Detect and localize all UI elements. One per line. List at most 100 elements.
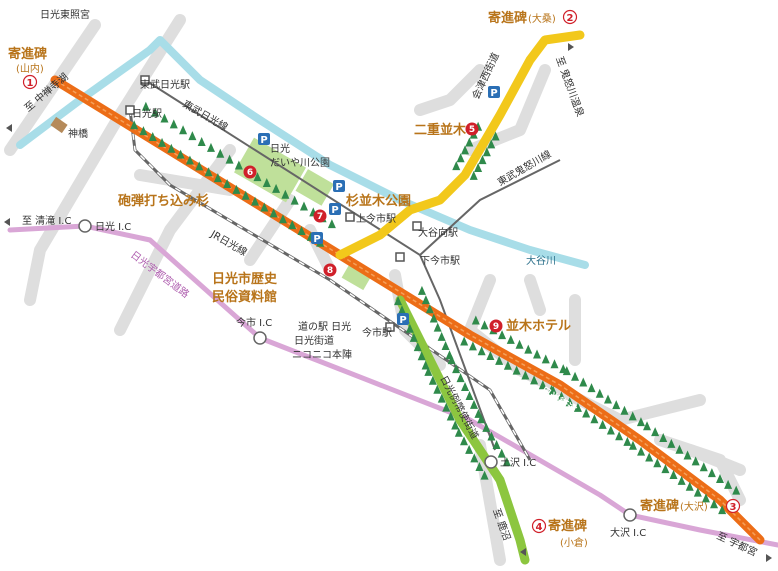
tree-icon [612, 400, 621, 410]
osawa-ic-label: 大沢 I.C [610, 526, 646, 539]
spot-9-title: 並木ホテル [506, 318, 571, 334]
tree-icon [549, 385, 558, 395]
tree-icon [130, 120, 139, 130]
interchange-icon [484, 455, 498, 469]
marker-8: 8 [323, 263, 337, 277]
tree-icon [281, 189, 290, 199]
tree-icon [691, 456, 700, 466]
tree-icon [480, 320, 489, 330]
tree-icon [718, 505, 727, 515]
tree-icon [179, 125, 188, 135]
tree-icon [636, 417, 645, 427]
tree-icon [498, 330, 507, 340]
spot-1-sub: (山内) [16, 62, 44, 75]
tree-icon [623, 436, 632, 446]
tree-icon [188, 131, 197, 141]
tree-icon [461, 382, 470, 392]
parking-icon: P [333, 180, 345, 193]
tree-icon [299, 201, 308, 211]
tree-icon [469, 170, 478, 180]
marker-6: 6 [243, 165, 257, 179]
tree-icon [176, 149, 185, 159]
tree-icon [492, 440, 501, 450]
kamiimaichi-station-label: 上今市駅 [356, 212, 396, 225]
svg-text:P: P [399, 315, 406, 326]
tree-icon [710, 499, 719, 509]
tree-icon [478, 155, 487, 165]
tree-icon [459, 436, 468, 446]
utsunomiya-road [7, 223, 778, 548]
interchanges [78, 219, 637, 522]
tree-icon [437, 331, 446, 341]
tree-icon [541, 354, 550, 364]
parking-icon: P [397, 313, 409, 326]
tree-icon [297, 226, 306, 236]
tree-icon [424, 366, 433, 376]
tree-icon [241, 190, 250, 200]
tree-icon [446, 411, 455, 421]
parking-icon: P [311, 232, 323, 245]
tree-icon [693, 487, 702, 497]
tree-icon [253, 172, 262, 182]
railways [128, 79, 561, 461]
station-icon [345, 212, 355, 222]
spot-7-title: 杉並木公園 [346, 193, 411, 209]
cedar-trees [130, 101, 741, 515]
daiyamukai-station-label: 大谷向駅 [418, 226, 458, 239]
tree-icon [461, 145, 469, 155]
tree-icon [487, 139, 496, 149]
tree-icon [497, 448, 506, 458]
spot-6-title: 砲弾打ち込み杉 [117, 193, 209, 209]
tree-icon [278, 214, 287, 224]
tree-icon [148, 132, 157, 142]
svg-text:P: P [313, 234, 320, 245]
tree-icon [397, 305, 406, 315]
spot-3-sub: (大沢) [680, 500, 708, 513]
tree-icon [715, 473, 724, 483]
tree-icon [521, 370, 530, 380]
tree-icon [460, 336, 469, 346]
marker-2: 2 [562, 9, 578, 25]
marker-1: 1 [22, 74, 38, 90]
tree-icon [141, 101, 150, 111]
arrow-right-icon [766, 554, 772, 562]
svg-text:4: 4 [536, 522, 543, 533]
tree-icon [503, 360, 512, 370]
spot-1-title: 寄進碑 [8, 46, 47, 62]
svg-text:P: P [335, 182, 342, 193]
spot-4-title: 寄進碑 [548, 518, 587, 534]
parking-icon: P [329, 203, 341, 216]
station-icon [385, 322, 395, 332]
tree-icon [269, 208, 278, 218]
arrow-right-icon [568, 43, 574, 51]
tree-icon [456, 153, 465, 163]
spot-8-title-1: 日光市歴史 [212, 271, 278, 287]
shimoimaichi-station-label: 下今市駅 [420, 254, 460, 267]
tree-icon [413, 342, 422, 352]
station-icon [395, 252, 405, 262]
spot-2-sub: (大桑) [528, 12, 556, 25]
tree-icon [465, 390, 474, 400]
tree-icon [260, 202, 269, 212]
tree-icon [456, 373, 465, 383]
tree-icon [643, 421, 652, 431]
tree-icon [421, 360, 430, 370]
tree-icon [565, 397, 574, 407]
tree-icon [474, 162, 483, 172]
tree-icon [421, 295, 430, 305]
tree-icon [530, 375, 539, 385]
tree-icon [288, 220, 297, 230]
spot-8-title-2: 民俗資料館 [212, 289, 277, 305]
svg-text:9: 9 [493, 322, 499, 332]
tree-icon [620, 405, 629, 415]
tree-icon [394, 296, 403, 306]
nikko-ic-label: 日光 I.C [95, 220, 131, 233]
spot-3-title: 寄進碑 [640, 498, 679, 514]
tree-icon [433, 322, 442, 332]
interchange-icon [78, 219, 92, 233]
tree-icon [251, 196, 260, 206]
interchange-icon [253, 331, 267, 345]
daiya-river-label: 大谷川 [526, 254, 556, 267]
tree-icon [262, 178, 271, 188]
spot-2-title: 寄進碑 [488, 10, 527, 26]
